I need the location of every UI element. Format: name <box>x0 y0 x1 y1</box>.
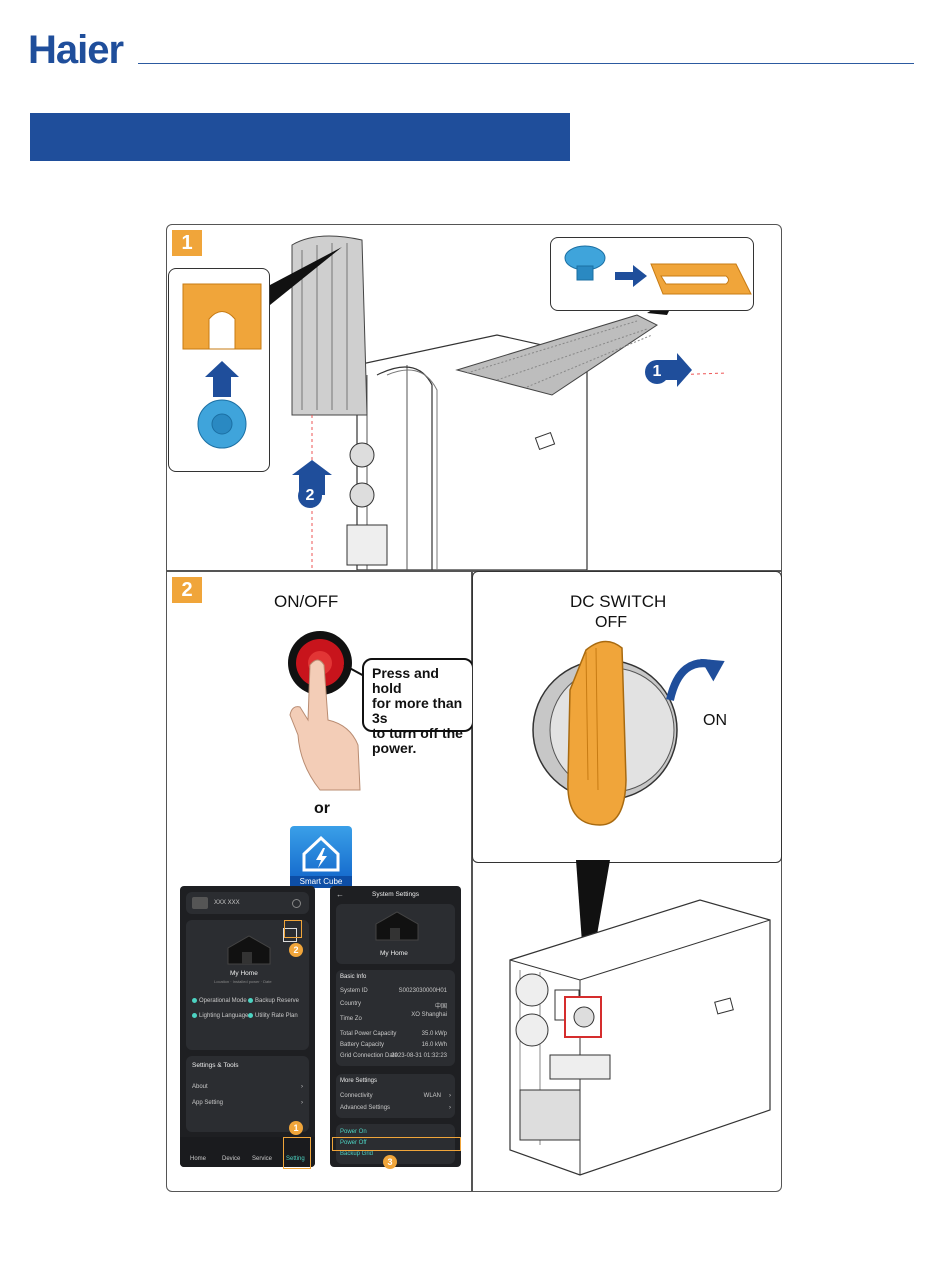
notification-icon[interactable] <box>292 899 301 908</box>
info-value: S0023030000H01 <box>398 988 447 994</box>
title-bar <box>30 113 570 161</box>
chip-label: Utility Rate Plan <box>255 1013 298 1020</box>
badge-3: 3 <box>383 1155 397 1169</box>
dc-switch-on-label: ON <box>703 712 727 729</box>
settings-tools-title: Settings & Tools <box>192 1062 239 1069</box>
info-label: Country <box>340 1001 362 1007</box>
dc-switch-off-label: OFF <box>595 614 627 631</box>
slot-screw-illustration <box>182 283 262 449</box>
inverter-illustration <box>509 899 771 1176</box>
step-badge-1: 1 <box>172 230 202 256</box>
chevron-right-icon: › <box>301 1084 303 1090</box>
more-settings-card: More Settings Connectivity WLAN › Advanc… <box>336 1074 455 1118</box>
smart-cube-app-icon[interactable]: Smart Cube <box>290 826 352 888</box>
house-bolt-icon <box>302 835 340 872</box>
user-card: XXX XXX <box>186 892 309 914</box>
chip-backup-reserve[interactable]: Backup Reserve <box>248 998 299 1004</box>
phone-screen-system-settings: ← System Settings My Home Basic Info Sys… <box>330 886 461 1167</box>
callout-line-4: power. <box>372 740 417 756</box>
more-settings-title: More Settings <box>340 1078 378 1084</box>
home-card: My Home <box>336 904 455 964</box>
info-label: System ID <box>340 988 368 994</box>
info-label: Time Zo <box>340 1016 362 1022</box>
chip-utility-rate-plan[interactable]: Utility Rate Plan <box>248 1013 298 1019</box>
home-name: My Home <box>380 950 408 957</box>
detail-box-screw-plate <box>550 237 754 311</box>
callout-line-2: for more than 3s <box>372 695 463 726</box>
username: XXX XXX <box>214 900 240 906</box>
info-value: 35.0 kWp <box>421 1031 447 1037</box>
chevron-right-icon: › <box>301 1100 303 1106</box>
edit-icon[interactable] <box>283 928 297 942</box>
panel-divider-horizontal <box>167 570 781 572</box>
press-hold-callout: Press and hold for more than 3s to turn … <box>362 658 474 756</box>
home-card: My Home Location · Installed power · Dat… <box>186 920 309 1050</box>
tab-device[interactable]: Device <box>222 1156 241 1162</box>
row-connectivity[interactable]: Connectivity <box>340 1093 373 1099</box>
smart-cube-label: Smart Cube <box>290 876 352 888</box>
house-illustration <box>227 935 271 965</box>
panel1-illustration <box>270 235 728 570</box>
phone-screen-home: XXX XXX My Home Location · Installed pow… <box>180 886 315 1167</box>
settings-tools-card: Settings & Tools About › App Setting › <box>186 1056 309 1132</box>
back-arrow-icon[interactable]: ← <box>336 890 344 899</box>
power-card: Power On Power Off Backup Grid <box>336 1124 455 1164</box>
row-backup-grid[interactable]: Backup Grid <box>340 1151 374 1157</box>
row-power-off[interactable]: Power Off <box>340 1140 367 1146</box>
marker-1: 1 <box>645 360 669 384</box>
step-badge-2: 2 <box>172 577 202 603</box>
basic-info-card: Basic Info System ID S0023030000H01 Coun… <box>336 970 455 1066</box>
row-advanced-settings[interactable]: Advanced Settings <box>340 1105 391 1111</box>
chip-label: Backup Reserve <box>255 998 300 1005</box>
tab-service[interactable]: Service <box>252 1156 273 1162</box>
chip-operational-mode[interactable]: Operational Mode <box>192 998 247 1004</box>
info-label: Total Power Capacity <box>340 1031 397 1037</box>
home-subtitle: Location · Installed power · Date <box>214 979 272 984</box>
press-button-illustration <box>288 631 367 791</box>
system-settings-title: System Settings <box>372 891 419 898</box>
dc-switch-title: DC SWITCH <box>570 592 667 611</box>
info-value: 2023-08-31 01:32:23 <box>391 1053 447 1059</box>
home-name: My Home <box>230 970 258 977</box>
info-value: 16.0 kWh <box>421 1042 447 1048</box>
or-text: or <box>314 800 330 817</box>
connectivity-value: WLAN <box>423 1093 441 1099</box>
marker-2: 2 <box>298 484 322 508</box>
chevron-right-icon: › <box>449 1105 451 1111</box>
onoff-title: ON/OFF <box>274 592 339 611</box>
panel-divider-vertical <box>471 570 473 1191</box>
row-power-on[interactable]: Power On <box>340 1129 367 1135</box>
row-about[interactable]: About <box>192 1084 208 1090</box>
basic-info-title: Basic Info <box>340 974 367 980</box>
chevron-right-icon: › <box>449 1093 451 1099</box>
tab-home[interactable]: Home <box>190 1156 207 1162</box>
power-off-highlight <box>332 1137 461 1151</box>
badge-1: 1 <box>289 1121 303 1135</box>
house-illustration <box>375 911 419 941</box>
info-value: XO Shanghai <box>411 1012 447 1018</box>
tab-bar <box>180 1137 315 1167</box>
info-label: Grid Connection Date <box>340 1053 398 1059</box>
info-value: 中国 <box>434 1004 447 1010</box>
screw-plate-illustration <box>564 245 752 295</box>
callout-line-3: to turn off the <box>372 725 463 741</box>
callout-line-1: Press and hold <box>372 665 439 696</box>
chip-lighting-language[interactable]: Lighting Language <box>192 1013 248 1019</box>
dc-switch-knob-illustration <box>532 640 725 826</box>
info-label: Battery Capacity <box>340 1042 385 1048</box>
tab-setting[interactable]: Setting <box>286 1156 305 1162</box>
avatar <box>192 897 208 909</box>
header-rule <box>138 63 914 64</box>
row-app-setting[interactable]: App Setting <box>192 1100 224 1106</box>
dc-switch-detail-box <box>472 571 782 863</box>
chip-label: Operational Mode <box>199 998 247 1005</box>
edit-icon-highlight <box>284 920 302 938</box>
badge-2: 2 <box>289 943 303 957</box>
setting-tab-highlight <box>283 1137 311 1169</box>
chip-label: Lighting Language <box>199 1013 249 1020</box>
haier-logo: Haier <box>28 28 124 72</box>
detail-box-screw-slot <box>168 268 270 472</box>
